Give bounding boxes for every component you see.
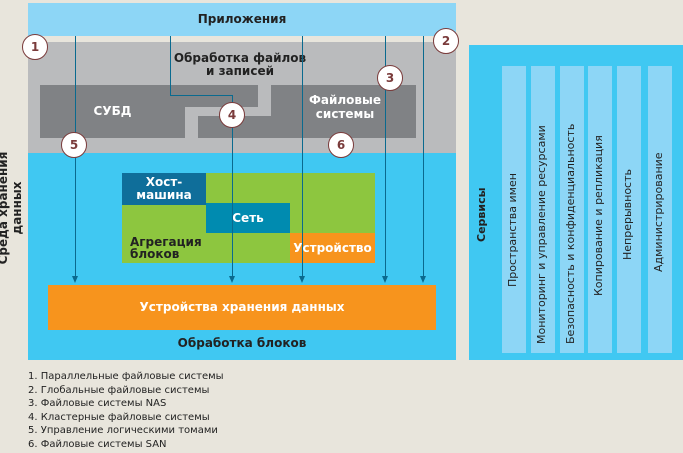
file-record-processing-label: Обработка файлов и записей	[160, 52, 320, 78]
service-column	[502, 66, 526, 353]
file-record-line-2: и записей	[205, 64, 274, 78]
file-systems-line-2: системы	[315, 107, 375, 121]
connector-line-2	[423, 36, 424, 276]
arrow-down-icon	[299, 276, 305, 283]
file-systems-block	[198, 116, 416, 138]
connector-line-3	[385, 36, 386, 276]
legend-item: 6. Файловые системы SAN	[28, 438, 167, 450]
connector-line-device	[302, 36, 303, 276]
badge-3: 3	[377, 65, 403, 91]
arrow-down-icon	[382, 276, 388, 283]
service-monitoring: Мониторинг и управление ресурсами	[535, 125, 548, 344]
legend-item: 2. Глобальные файловые системы	[28, 384, 210, 396]
legend: 1. Параллельные файловые системы 2. Глоб…	[28, 370, 224, 451]
services-title: Сервисы	[475, 187, 488, 242]
service-namespaces: Пространства имен	[506, 173, 519, 287]
file-systems-label: Файловые системы	[290, 93, 400, 121]
dbms-label: СУБД	[93, 104, 132, 118]
badge-4: 4	[219, 102, 245, 128]
host-line-1: Хост-	[145, 175, 183, 189]
legend-item: 1. Параллельные файловые системы	[28, 371, 224, 382]
service-continuity: Непрерывность	[621, 169, 634, 260]
legend-item: 4. Кластерные файловые системы	[28, 411, 210, 423]
host-block: Хост- машина	[122, 173, 206, 205]
connector-line-4-upper	[170, 36, 171, 96]
badge-2: 2	[433, 28, 459, 54]
arrow-down-icon	[420, 276, 426, 283]
legend-item: 3. Файловые системы NAS	[28, 398, 167, 409]
dbms-block	[40, 107, 185, 138]
service-column	[588, 66, 612, 353]
applications-label: Приложения	[197, 12, 287, 26]
service-column	[617, 66, 641, 353]
block-aggregation-label: Агрегация блоков	[130, 236, 202, 260]
host-line-2: машина	[136, 188, 192, 202]
storage-environment-label: Среда хранения данных	[0, 151, 24, 265]
badge-6: 6	[328, 132, 354, 158]
service-replication: Копирование и репликация	[592, 135, 605, 296]
arrow-down-icon	[229, 276, 235, 283]
network-block: Сеть	[206, 203, 290, 233]
service-security: Безопасность и конфиденциальность	[564, 123, 577, 344]
connector-line-4	[232, 95, 233, 276]
badge-1: 1	[22, 34, 48, 60]
service-column	[560, 66, 584, 353]
connector-line-4-elbow	[170, 95, 232, 96]
file-record-line-1: Обработка файлов	[173, 51, 307, 65]
service-administration: Администрирование	[652, 152, 665, 272]
applications-layer: Приложения	[28, 3, 456, 36]
service-column	[531, 66, 555, 353]
arrow-down-icon	[72, 276, 78, 283]
legend-item: 5. Управление логическими томами	[28, 425, 218, 436]
badge-5: 5	[61, 132, 87, 158]
storage-devices-block: Устройства хранения данных	[48, 285, 436, 330]
block-aggregation-line-2: блоков	[130, 247, 180, 261]
block-aggregation-line-1: Агрегация	[130, 235, 202, 249]
service-column	[648, 66, 672, 353]
device-block: Устройство	[290, 233, 375, 263]
dbms-block-top	[40, 85, 258, 107]
block-processing-label: Обработка блоков	[177, 336, 307, 350]
file-systems-line-1: Файловые	[308, 93, 382, 107]
